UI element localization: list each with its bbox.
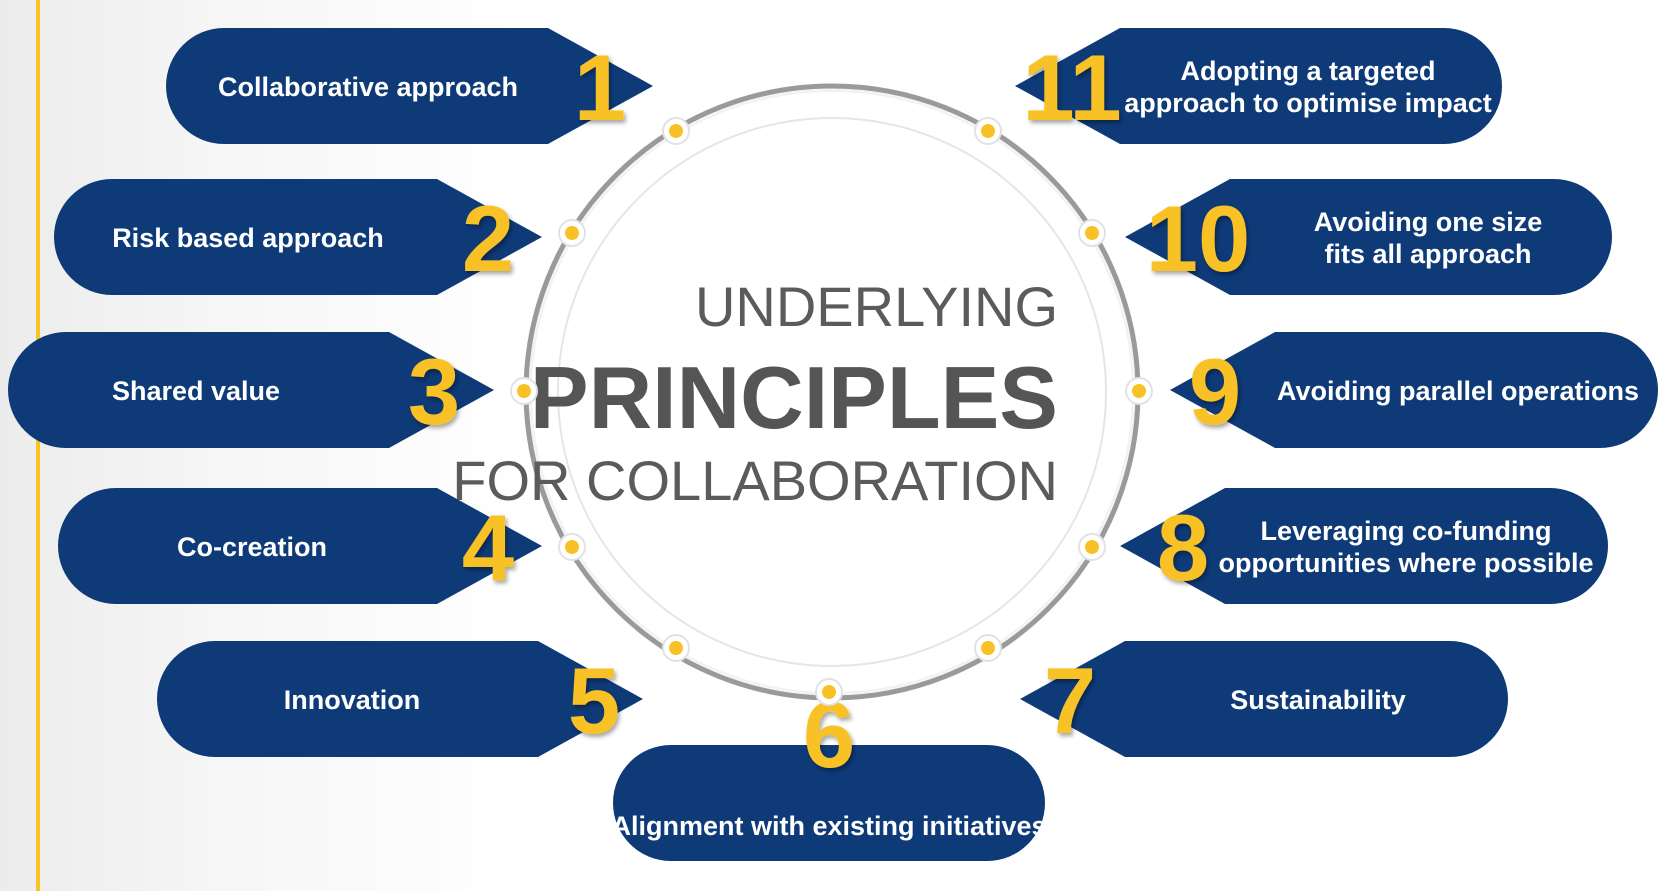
principle-shape xyxy=(1120,488,1608,604)
ring-dot xyxy=(517,384,531,398)
principle-3: Shared value 3 xyxy=(8,332,538,448)
principle-number: 10 xyxy=(1146,186,1251,291)
title-line-underlying: UNDERLYING xyxy=(695,275,1058,338)
principle-shape xyxy=(1015,28,1502,144)
principle-1: Collaborative approach 1 xyxy=(166,28,690,145)
principle-7: Sustainability 7 xyxy=(974,634,1508,757)
principle-label: fits all approach xyxy=(1324,239,1531,269)
inner-ring xyxy=(557,117,1107,667)
principle-4: Co-creation 4 xyxy=(58,488,586,604)
principle-label: Collaborative approach xyxy=(218,72,518,102)
ring-dot xyxy=(669,124,683,138)
ring-dot xyxy=(1085,226,1099,240)
principle-shape xyxy=(1125,179,1612,295)
title-line-principles: PRINCIPLES xyxy=(530,348,1058,447)
principle-label: Avoiding one size xyxy=(1314,207,1543,237)
principle-label: Shared value xyxy=(112,376,280,406)
principle-number: 5 xyxy=(568,648,620,753)
principle-label: Innovation xyxy=(284,685,421,715)
principle-number: 7 xyxy=(1044,648,1096,753)
principle-shape xyxy=(166,28,653,144)
principle-label: Avoiding parallel operations xyxy=(1277,376,1639,406)
principle-label: Adopting a targeted xyxy=(1181,56,1436,86)
principle-number: 2 xyxy=(462,186,514,291)
principle-9: Avoiding parallel operations 9 xyxy=(1125,332,1658,448)
principle-label: Alignment with existing initiatives xyxy=(611,811,1046,841)
principle-shape xyxy=(54,179,542,295)
principle-number: 3 xyxy=(408,339,460,444)
ring-dot xyxy=(669,641,683,655)
ring-dot xyxy=(1132,384,1146,398)
principle-shape xyxy=(613,745,1045,861)
ring-dot xyxy=(565,226,579,240)
principle-label: Leveraging co-funding xyxy=(1260,516,1551,546)
principle-number: 11 xyxy=(1022,35,1121,140)
principle-label: approach to optimise impact xyxy=(1124,88,1492,118)
principle-number: 4 xyxy=(462,495,514,600)
ring-dot xyxy=(981,124,995,138)
principle-shape xyxy=(1170,332,1658,448)
ring-dot xyxy=(981,641,995,655)
principle-shape xyxy=(1020,641,1508,757)
principle-label: Sustainability xyxy=(1230,685,1406,715)
ring-dot xyxy=(1085,540,1099,554)
principle-shape xyxy=(8,332,494,448)
principle-label: Co-creation xyxy=(177,532,327,562)
principle-5: Innovation 5 xyxy=(157,634,690,757)
principle-number: 8 xyxy=(1157,495,1209,600)
principle-shape xyxy=(58,488,542,604)
principle-number: 1 xyxy=(574,35,626,140)
principle-2: Risk based approach 2 xyxy=(54,179,586,295)
principle-label: Risk based approach xyxy=(112,223,384,253)
center-disc xyxy=(532,92,1132,692)
ring-dot xyxy=(822,685,836,699)
principle-label: opportunities where possible xyxy=(1218,548,1593,578)
accent-rule xyxy=(36,0,40,891)
title-line-for-collaboration: FOR COLLABORATION xyxy=(452,449,1058,512)
principle-shape xyxy=(157,641,643,757)
principle-number: 9 xyxy=(1189,339,1241,444)
ring-dot xyxy=(565,540,579,554)
